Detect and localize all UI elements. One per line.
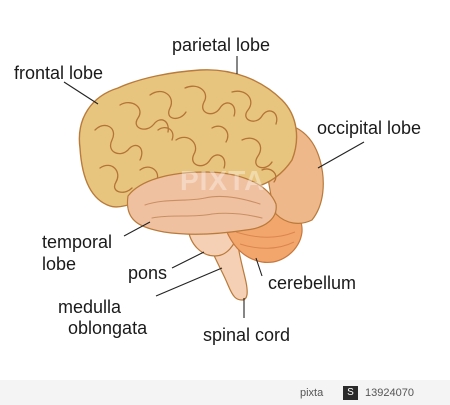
footer-image-number: 13924070 [365, 387, 414, 399]
label-medulla-line1: medulla [58, 297, 122, 317]
label-medulla-line2: oblongata [68, 318, 148, 338]
label-cerebellum: cerebellum [268, 273, 357, 293]
label-spinal-cord: spinal cord [203, 325, 291, 345]
leader-lines [63, 56, 365, 318]
label-parietal-lobe: parietal lobe [172, 35, 271, 55]
label-pons: pons [128, 263, 168, 283]
temporal-lobe-shape [126, 171, 277, 235]
footer-logo: S [343, 386, 358, 400]
footer-brand: pixta [300, 387, 324, 399]
footer-bar [0, 380, 450, 405]
label-temporal-line2: lobe [42, 254, 77, 274]
label-temporal-line1: temporal [42, 232, 113, 252]
label-occipital-lobe: occipital lobe [317, 118, 422, 138]
gyri-lines [94, 85, 278, 193]
label-frontal-lobe: frontal lobe [14, 63, 104, 83]
watermark: PIXTA [180, 165, 266, 196]
